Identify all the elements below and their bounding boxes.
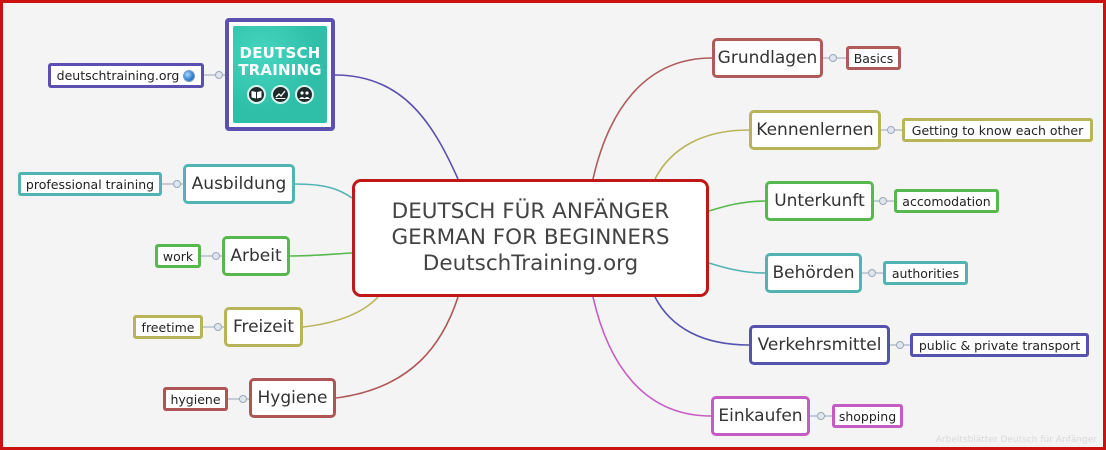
topic-ausbildung[interactable]: Ausbildung [183, 164, 295, 204]
translation-kennenlernen-label: Getting to know each other [911, 122, 1084, 138]
connector-einkaufen [592, 296, 712, 417]
topic-kennenlernen-label: Kennenlernen [756, 120, 874, 140]
translation-einkaufen-label: shopping [838, 408, 897, 424]
topic-arbeit-label: Arbeit [230, 246, 282, 266]
topic-kennenlernen[interactable]: Kennenlernen [749, 110, 881, 150]
topic-freizeit[interactable]: Freizeit [224, 307, 303, 347]
translation-arbeit-label: work [162, 248, 194, 264]
collapse-dot-kennenlernen[interactable] [887, 126, 895, 134]
connector-arbeit [289, 252, 353, 257]
collapse-dot-einkaufen[interactable] [817, 412, 825, 420]
connector-freizeit [302, 296, 379, 328]
translation-freizeit[interactable]: freetime [133, 315, 203, 339]
collapse-dot-unterkunft[interactable] [879, 197, 887, 205]
connector-unterkunft [708, 200, 766, 212]
topic-grundlagen-label: Grundlagen [717, 48, 818, 68]
translation-ausbildung-label: professional training [25, 176, 155, 192]
topic-ausbildung-label: Ausbildung [191, 174, 287, 194]
connector-grundlagen [592, 57, 713, 180]
topic-verkehrsmittel[interactable]: Verkehrsmittel [749, 325, 890, 365]
translation-ausbildung[interactable]: professional training [18, 172, 162, 196]
translation-freizeit-label: freetime [141, 319, 195, 335]
translation-behoerden[interactable]: authorities [883, 261, 968, 285]
collapse-dot-freizeit[interactable] [214, 323, 222, 331]
connector-kennenlernen [654, 129, 750, 180]
translation-verkehrsmittel-label: public & private transport [918, 337, 1081, 353]
connector-ausbildung [294, 183, 353, 199]
central-topic-line-3: DeutschTraining.org [422, 250, 639, 276]
connector-behoerden [708, 262, 766, 274]
topic-hygiene[interactable]: Hygiene [249, 378, 336, 418]
website-link[interactable]: deutschtraining.org [48, 63, 204, 88]
translation-hygiene[interactable]: hygiene [163, 387, 228, 411]
topic-freizeit-label: Freizeit [232, 317, 295, 337]
topic-arbeit[interactable]: Arbeit [222, 236, 290, 276]
collapse-dot-grundlagen[interactable] [829, 54, 837, 62]
globe-icon [183, 69, 196, 82]
connector-verkehrsmittel [654, 296, 750, 346]
topic-verkehrsmittel-label: Verkehrsmittel [757, 335, 882, 355]
connector-logo [334, 74, 459, 180]
central-topic[interactable]: DEUTSCH FÜR ANFÄNGER GERMAN FOR BEGINNER… [352, 179, 709, 297]
logo-badge: DEUTSCH TRAINING [233, 26, 327, 123]
logo-icon-row [246, 85, 314, 104]
topic-einkaufen[interactable]: Einkaufen [711, 396, 810, 436]
people-icon [294, 85, 314, 104]
book-icon [246, 85, 266, 104]
translation-grundlagen-label: Basics [853, 50, 894, 66]
topic-unterkunft-label: Unterkunft [774, 191, 865, 211]
topic-einkaufen-label: Einkaufen [718, 406, 803, 426]
translation-unterkunft-label: accomodation [902, 193, 991, 209]
topic-hygiene-label: Hygiene [257, 388, 328, 408]
topic-unterkunft[interactable]: Unterkunft [765, 181, 874, 221]
central-topic-line-1: DEUTSCH FÜR ANFÄNGER [391, 199, 670, 225]
collapse-dot-arbeit[interactable] [212, 252, 220, 260]
deutschtraining-logo[interactable]: DEUTSCH TRAINING [225, 18, 335, 131]
logo-text-line-1: DEUTSCH [239, 44, 321, 62]
website-link-label: deutschtraining.org [56, 68, 180, 83]
translation-arbeit[interactable]: work [155, 244, 201, 268]
translation-behoerden-label: authorities [891, 265, 960, 281]
connector-hygiene [335, 296, 459, 399]
translation-unterkunft[interactable]: accomodation [894, 189, 999, 213]
collapse-dot-behoerden[interactable] [868, 269, 876, 277]
translation-grundlagen[interactable]: Basics [846, 46, 901, 70]
topic-behoerden[interactable]: Behörden [765, 253, 862, 293]
topic-grundlagen[interactable]: Grundlagen [712, 38, 823, 78]
collapse-dot-hygiene[interactable] [239, 395, 247, 403]
topic-behoerden-label: Behörden [772, 263, 855, 283]
translation-kennenlernen[interactable]: Getting to know each other [902, 118, 1093, 142]
collapse-dot-logo[interactable] [215, 71, 223, 79]
translation-verkehrsmittel[interactable]: public & private transport [910, 333, 1089, 357]
logo-text-line-2: TRAINING [238, 61, 322, 79]
collapse-dot-ausbildung[interactable] [173, 180, 181, 188]
translation-hygiene-label: hygiene [170, 391, 221, 407]
watermark-text: Arbeitsblätter Deutsch für Anfänger [935, 435, 1097, 445]
translation-einkaufen[interactable]: shopping [832, 404, 903, 428]
central-topic-line-2: GERMAN FOR BEGINNERS [391, 225, 670, 251]
chart-icon [270, 85, 290, 104]
collapse-dot-verkehrsmittel[interactable] [896, 341, 904, 349]
